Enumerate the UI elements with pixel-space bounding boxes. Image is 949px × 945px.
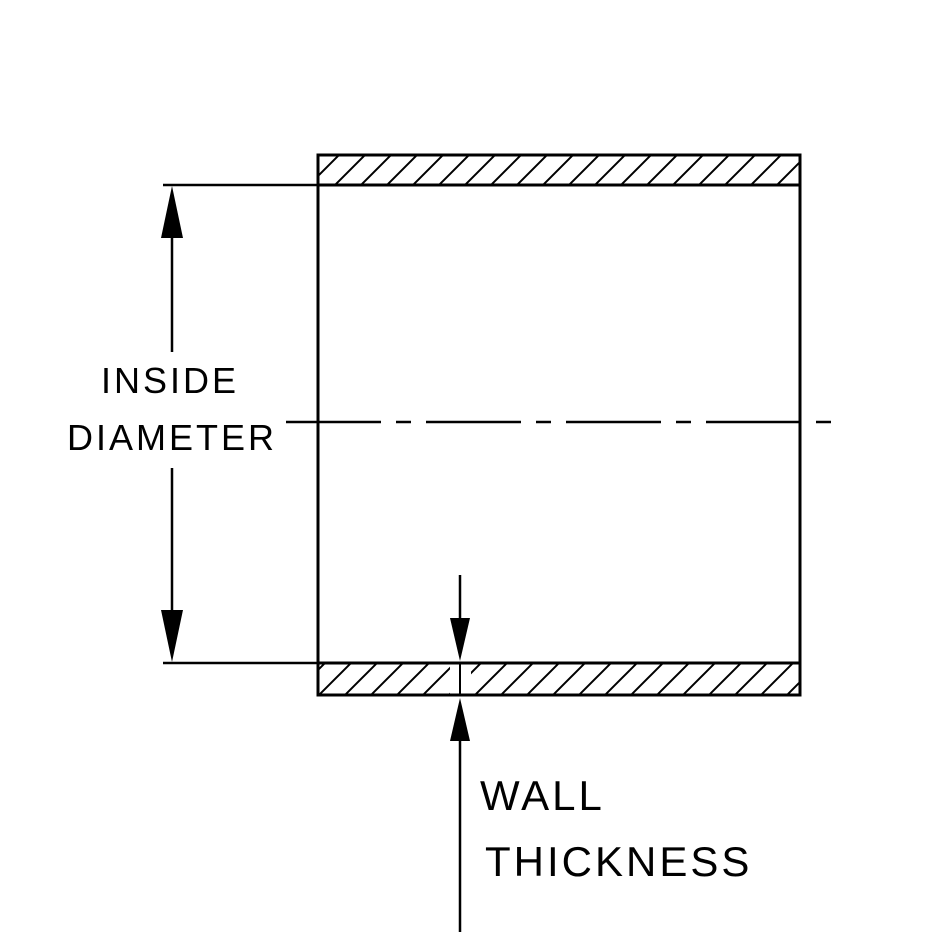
tube-outline xyxy=(316,153,802,697)
wall-thickness-label-line1: WALL xyxy=(480,772,605,819)
top-wall-hatch xyxy=(318,155,800,185)
bottom-wall-hatch-left xyxy=(318,663,450,695)
wall-thickness-arrow-up-icon xyxy=(450,698,470,741)
wall-thickness-arrow-down-icon xyxy=(450,618,470,661)
wall-thickness-label-line2: THICKNESS xyxy=(485,838,752,885)
inside-diameter-label-line2: DIAMETER xyxy=(67,417,277,458)
inside-diameter-arrow-up-icon xyxy=(161,186,183,238)
bottom-wall-hatch-right xyxy=(471,663,800,695)
inside-diameter-arrow-down-icon xyxy=(161,610,183,662)
inside-diameter-label-line1: INSIDE xyxy=(101,360,239,401)
